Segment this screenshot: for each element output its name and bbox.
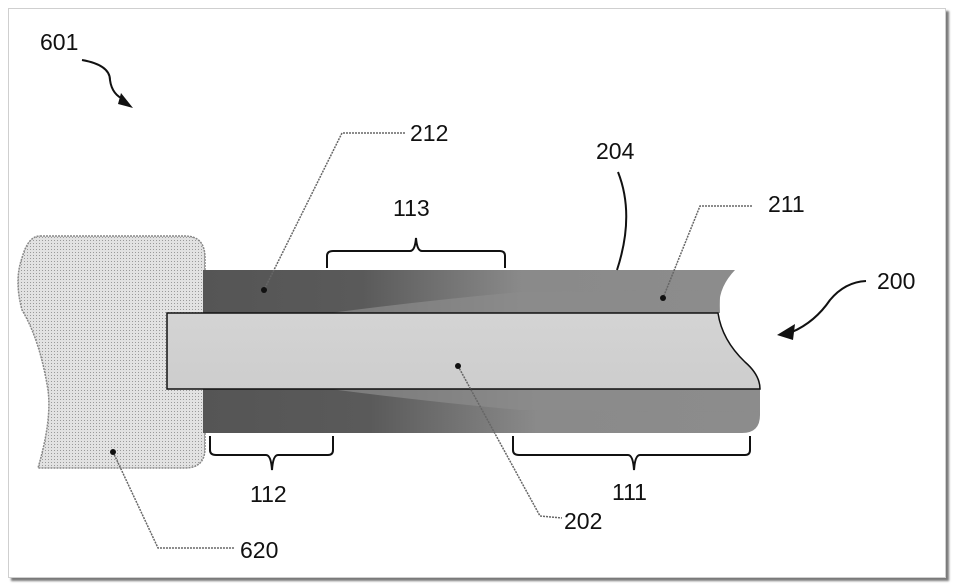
label-200: 200 [877,268,915,294]
taper-top [330,290,720,313]
block-620 [17,235,206,469]
label-212: 212 [410,120,448,146]
label-211: 211 [768,191,805,217]
leader-620 [112,451,235,549]
leader-212 [263,132,405,291]
brace-113 [326,237,506,268]
label-113: 113 [393,195,430,221]
arrow-200 [791,280,867,333]
label-620: 620 [240,537,278,563]
brace-111 [512,436,751,471]
label-204: 204 [596,138,635,164]
arrow-601-head [118,93,133,108]
arrow-601 [81,59,126,101]
brace-112 [209,436,334,471]
arrow-200-head [777,324,795,340]
label-111: 111 [612,479,647,505]
core-202 [166,312,761,390]
leader-204 [616,171,628,271]
taper-bottom [330,389,760,412]
leader-211 [662,205,752,299]
label-601: 601 [40,29,78,55]
label-112: 112 [250,481,287,507]
label-202: 202 [564,508,602,534]
